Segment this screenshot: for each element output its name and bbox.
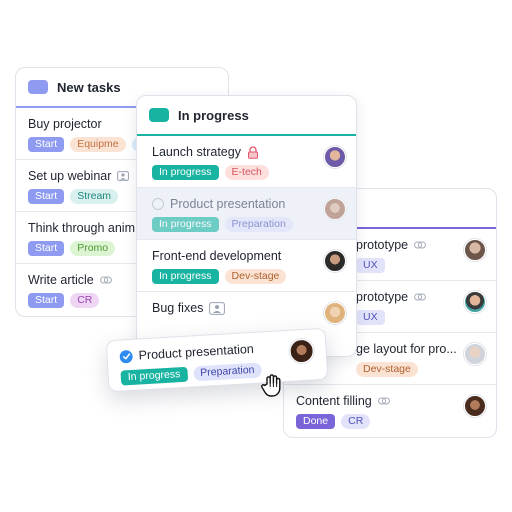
column-header bbox=[284, 189, 496, 229]
column-in-progress: In progress Launch strategy In progress … bbox=[136, 95, 357, 357]
checkbox-empty-icon bbox=[152, 198, 164, 210]
status-badge: In progress bbox=[152, 165, 219, 180]
category-tag: CR bbox=[70, 293, 100, 308]
person-card-icon bbox=[209, 301, 226, 315]
category-tag: Promo bbox=[70, 241, 116, 256]
link-icon bbox=[414, 241, 427, 249]
task-card[interactable]: prototype UX bbox=[284, 229, 496, 281]
status-badge: Start bbox=[28, 137, 65, 152]
column-title: New tasks bbox=[57, 79, 121, 95]
task-card[interactable]: Front-end development In progress Dev-st… bbox=[137, 240, 356, 292]
task-title: prototype bbox=[356, 238, 409, 252]
category-tag: E-tech bbox=[224, 165, 269, 180]
category-tag: CR bbox=[341, 414, 371, 429]
task-title: Think through anim bbox=[28, 221, 136, 235]
task-card[interactable]: prototype UX bbox=[284, 281, 496, 333]
task-title: Product presentation bbox=[138, 341, 255, 363]
status-badge: Start bbox=[28, 189, 65, 204]
status-badge: In progress bbox=[120, 366, 188, 386]
status-badge: Start bbox=[28, 241, 65, 256]
status-badge: In progress bbox=[152, 217, 219, 232]
checkmark-icon bbox=[119, 349, 133, 364]
task-title: ge layout for pro... bbox=[356, 342, 457, 356]
lock-icon bbox=[247, 145, 259, 159]
dragged-task-card[interactable]: Product presentation In progress Prepara… bbox=[105, 327, 329, 393]
avatar bbox=[464, 291, 486, 313]
category-tag: Dev-stage bbox=[224, 269, 287, 284]
task-card[interactable]: ge layout for pro... Dev-stage bbox=[284, 333, 496, 385]
status-badge: In progress bbox=[152, 269, 219, 284]
task-title: Bug fixes bbox=[152, 301, 204, 315]
task-title: Set up webinar bbox=[28, 169, 112, 183]
task-title: prototype bbox=[356, 290, 409, 304]
task-card-placeholder: Product presentation In progress Prepara… bbox=[137, 188, 356, 240]
task-card[interactable]: Set up webinar Start Stream bbox=[16, 160, 228, 212]
task-card[interactable]: Bug fixes bbox=[137, 292, 356, 344]
task-title: Front-end development bbox=[152, 249, 282, 263]
avatar bbox=[464, 239, 486, 261]
category-tag: UX bbox=[356, 258, 385, 273]
category-tag: Dev-stage bbox=[356, 362, 418, 377]
column-header: New tasks bbox=[16, 68, 228, 108]
task-card[interactable]: Write article Start CR bbox=[16, 264, 228, 316]
avatar bbox=[324, 198, 346, 220]
task-title: Buy projector bbox=[28, 117, 102, 131]
avatar bbox=[324, 146, 346, 168]
category-tag: UX bbox=[356, 310, 385, 325]
avatar bbox=[464, 395, 486, 417]
status-badge: Start bbox=[28, 293, 65, 308]
category-tag: Stream bbox=[70, 189, 119, 204]
status-badge: Done bbox=[296, 414, 336, 429]
link-icon bbox=[99, 276, 112, 284]
column-color-swatch bbox=[28, 80, 48, 94]
grab-cursor-icon bbox=[260, 372, 284, 403]
column-header: In progress bbox=[137, 96, 356, 136]
link-icon bbox=[377, 397, 390, 405]
column-color-swatch bbox=[149, 108, 169, 122]
task-card[interactable]: Content filling Done CR bbox=[284, 385, 496, 437]
category-tag: Preparation bbox=[192, 362, 262, 382]
link-icon bbox=[414, 293, 427, 301]
task-title: Content filling bbox=[296, 394, 372, 408]
category-tag: Preparation bbox=[224, 217, 293, 232]
person-card-icon bbox=[117, 171, 130, 181]
category-tag: Equipme bbox=[70, 137, 126, 152]
task-title: Product presentation bbox=[170, 197, 286, 211]
avatar bbox=[324, 302, 346, 324]
task-card[interactable]: Think through anim Start Promo bbox=[16, 212, 228, 264]
task-title: Write article bbox=[28, 273, 94, 287]
task-card[interactable]: Launch strategy In progress E-tech bbox=[137, 136, 356, 188]
avatar bbox=[464, 343, 486, 365]
column-title: In progress bbox=[178, 107, 249, 123]
avatar bbox=[324, 250, 346, 272]
task-title: Launch strategy bbox=[152, 145, 241, 159]
